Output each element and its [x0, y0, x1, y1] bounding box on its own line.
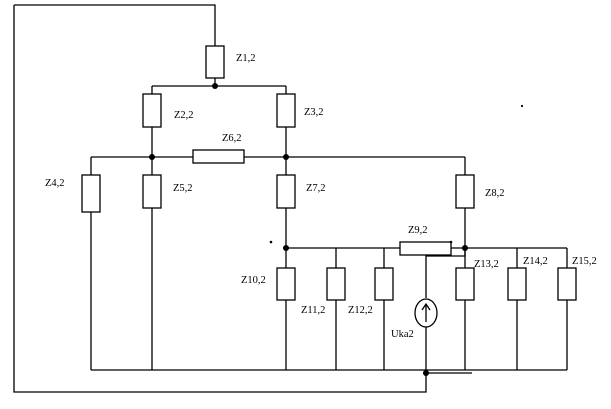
wire-top-split [151, 85, 287, 94]
impedance-z9 [399, 241, 452, 256]
impedance-z11 [326, 267, 346, 301]
label-z9: Z9,2 [408, 225, 428, 236]
impedance-z5 [142, 174, 162, 209]
label-z2: Z2,2 [174, 110, 194, 121]
label-z3: Z3,2 [304, 107, 324, 118]
wire-source-top [425, 248, 466, 298]
node-bottom [423, 370, 429, 376]
voltage-source [414, 298, 438, 328]
label-z10: Z10,2 [241, 275, 266, 286]
label-z13: Z13,2 [474, 259, 499, 270]
impedance-z10 [276, 267, 296, 301]
node-top [212, 83, 218, 89]
label-z5: Z5,2 [173, 183, 193, 194]
impedance-z1 [205, 45, 225, 79]
label-z11: Z11,2 [301, 305, 325, 316]
label-z14: Z14,2 [523, 256, 548, 267]
impedance-z7 [276, 174, 296, 209]
impedance-z2 [142, 93, 162, 128]
label-z15: Z15,2 [572, 256, 597, 267]
outer-loop-wire [13, 4, 427, 393]
label-z12: Z12,2 [348, 305, 373, 316]
impedance-z15 [557, 267, 577, 301]
stray-dot [520, 104, 524, 108]
node-lower-left [283, 245, 289, 251]
label-source: Uka2 [391, 329, 414, 340]
stray-dot [449, 240, 453, 244]
arrow-up-icon [421, 302, 431, 322]
label-z8: Z8,2 [485, 188, 505, 199]
nodes [149, 83, 524, 376]
stray-dot [269, 240, 273, 244]
node-middle-left [149, 154, 155, 160]
impedance-z4 [81, 174, 101, 213]
label-z1: Z1,2 [236, 53, 256, 64]
label-z4: Z4,2 [45, 178, 65, 189]
impedance-z14 [507, 267, 527, 301]
impedance-z12 [374, 267, 394, 301]
node-lower-right [462, 245, 468, 251]
impedances [81, 45, 577, 301]
impedance-z3 [276, 93, 296, 128]
node-middle-right [283, 154, 289, 160]
labels: Z1,2 Z2,2 Z3,2 Z6,2 Z4,2 Z5,2 Z7,2 Z8,2 … [45, 53, 597, 340]
label-z6: Z6,2 [222, 133, 242, 144]
impedance-z8 [455, 174, 475, 209]
wire-bottom-bus [91, 369, 567, 374]
impedance-z6 [192, 149, 245, 164]
label-z7: Z7,2 [306, 183, 326, 194]
impedance-z13 [455, 267, 475, 301]
